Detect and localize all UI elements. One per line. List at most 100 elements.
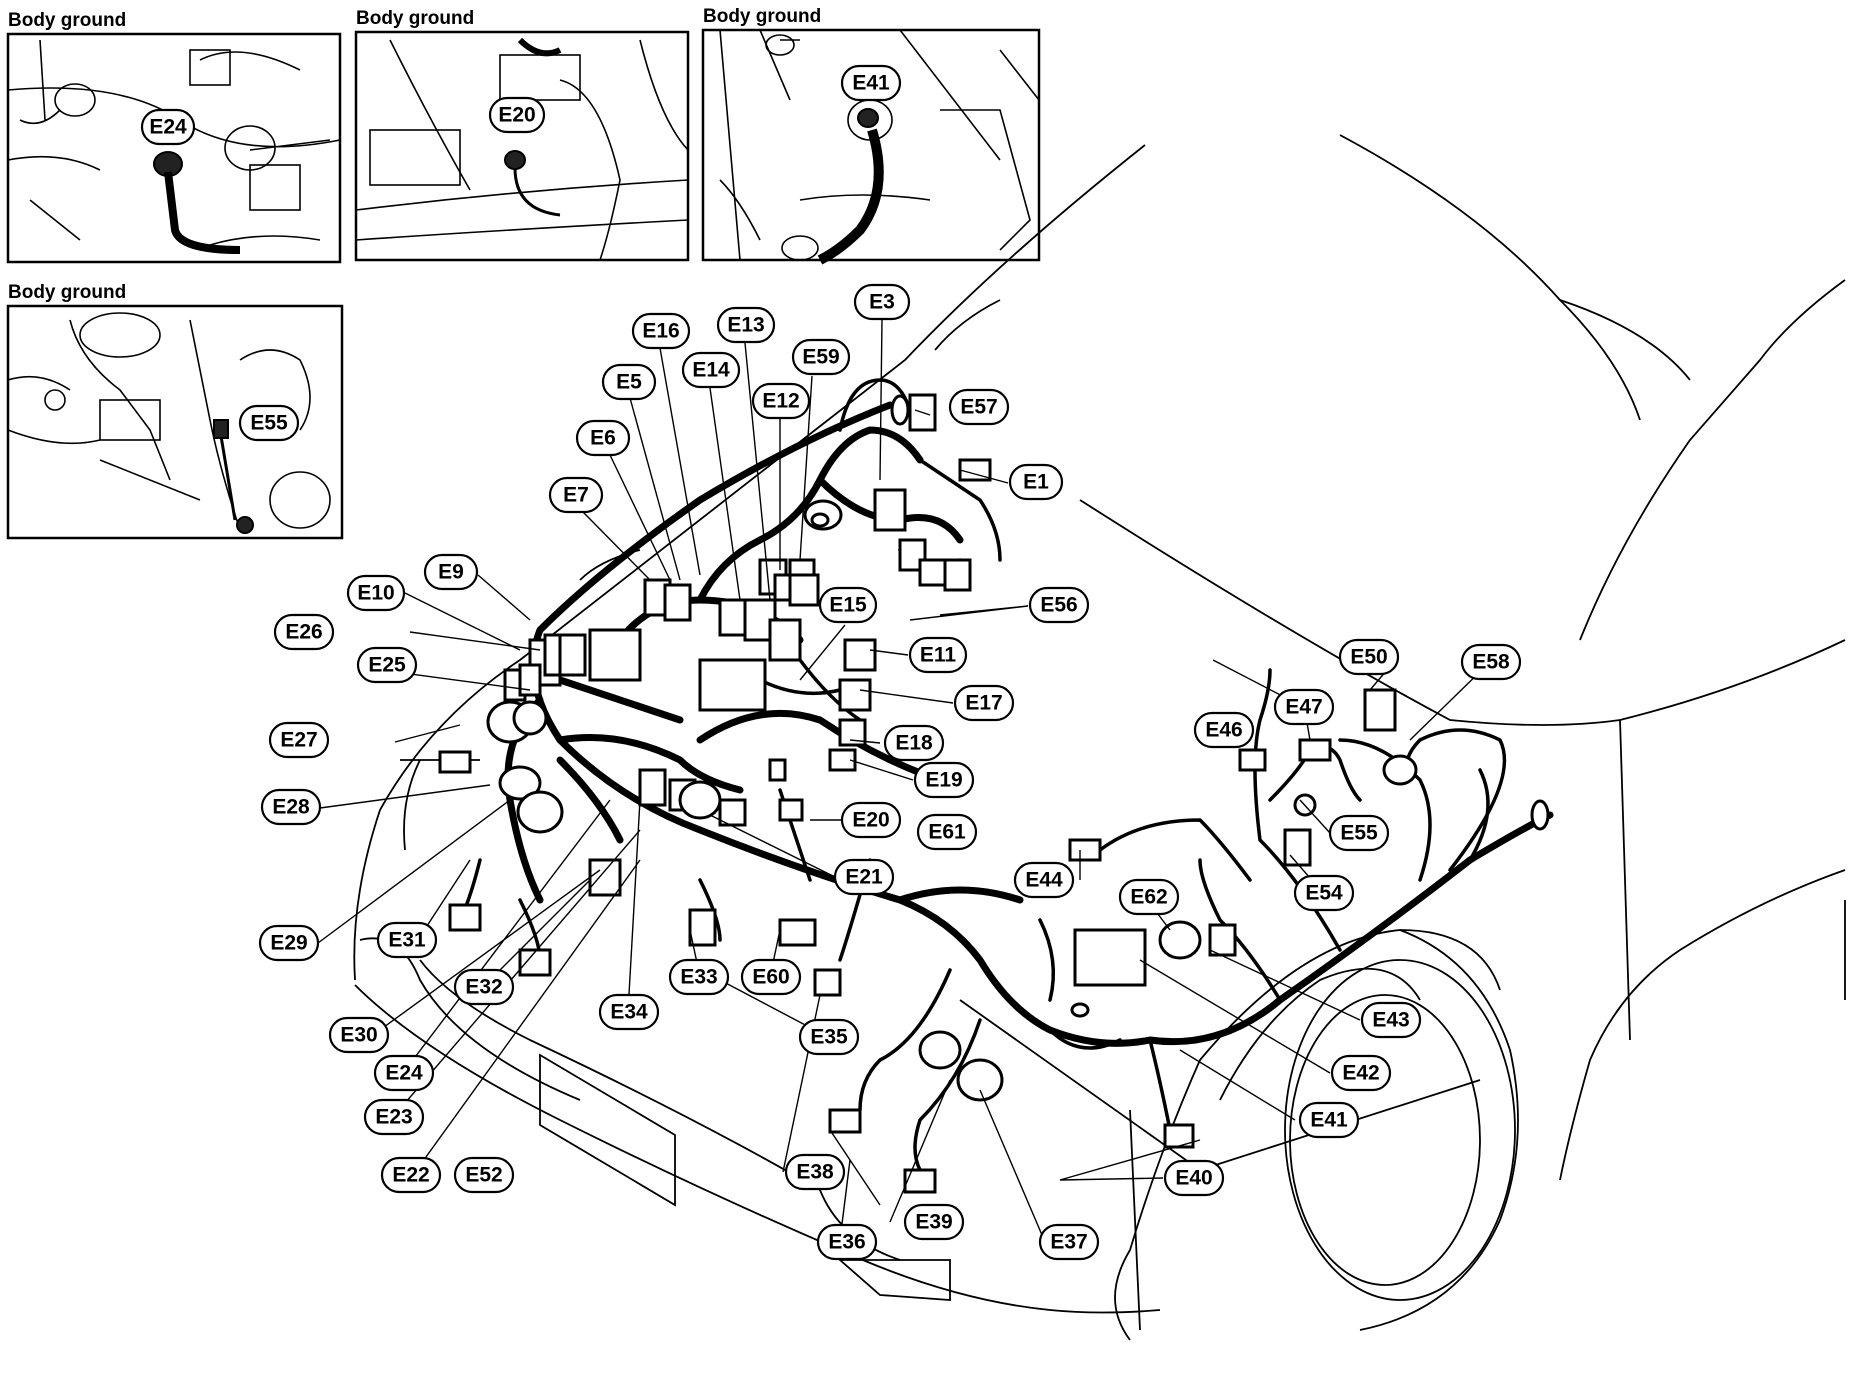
- inset-e20: Body ground E20: [354, 8, 690, 262]
- label-e10: E10: [346, 574, 406, 612]
- label-e32: E32: [453, 968, 515, 1006]
- label-e61: E61: [916, 813, 978, 851]
- label-e20: E20: [840, 801, 902, 839]
- label-e44: E44: [1013, 861, 1075, 899]
- svg-text:E52: E52: [465, 1164, 502, 1187]
- svg-text:E28: E28: [272, 796, 310, 819]
- svg-text:E21: E21: [845, 866, 883, 889]
- svg-text:E38: E38: [796, 1161, 834, 1184]
- svg-text:E35: E35: [810, 1026, 848, 1049]
- svg-text:E10: E10: [357, 582, 394, 605]
- svg-text:E32: E32: [465, 976, 502, 999]
- label-e42: E42: [1330, 1054, 1392, 1092]
- svg-text:E29: E29: [270, 932, 307, 955]
- label-e21: E21: [833, 858, 895, 896]
- label-e43: E43: [1360, 1001, 1422, 1039]
- label-e6: E6: [575, 419, 631, 457]
- label-e15: E15: [818, 586, 878, 624]
- label-e40: E40: [1163, 1159, 1225, 1197]
- label-e47: E47: [1273, 688, 1335, 726]
- svg-text:E24: E24: [149, 116, 187, 139]
- svg-text:E5: E5: [616, 371, 642, 394]
- label-e62: E62: [1118, 878, 1180, 916]
- label-e12: E12: [751, 382, 811, 420]
- svg-text:E1: E1: [1023, 471, 1049, 494]
- svg-text:E27: E27: [280, 729, 317, 752]
- svg-text:E54: E54: [1305, 882, 1343, 905]
- inset-label-e55: E55: [238, 404, 300, 442]
- label-e38: E38: [784, 1153, 846, 1191]
- svg-text:E55: E55: [250, 412, 288, 435]
- svg-text:E50: E50: [1350, 646, 1387, 669]
- svg-text:E39: E39: [915, 1211, 952, 1234]
- svg-text:E16: E16: [642, 320, 679, 343]
- svg-text:E47: E47: [1285, 696, 1322, 719]
- inset-label-e24: E24: [140, 108, 196, 146]
- svg-text:E55: E55: [1340, 822, 1378, 845]
- svg-text:E14: E14: [692, 359, 730, 382]
- label-e9: E9: [423, 553, 479, 591]
- inset-e55: Body ground E55: [6, 282, 344, 540]
- label-e58: E58: [1460, 643, 1522, 681]
- label-e31: E31: [376, 921, 438, 959]
- label-e11: E11: [908, 636, 968, 674]
- label-e23: E23: [363, 1098, 425, 1136]
- label-e28: E28: [260, 788, 322, 826]
- svg-text:E20: E20: [498, 104, 535, 127]
- label-e14: E14: [681, 351, 741, 389]
- svg-text:E25: E25: [368, 654, 406, 677]
- label-e26: E26: [273, 613, 335, 651]
- label-e18: E18: [883, 724, 945, 762]
- svg-text:E22: E22: [392, 1164, 429, 1187]
- car-body-outline: [353, 134, 1846, 1341]
- svg-text:E12: E12: [762, 390, 799, 413]
- svg-text:E61: E61: [928, 821, 966, 844]
- svg-text:E26: E26: [285, 621, 322, 644]
- svg-text:E57: E57: [960, 396, 997, 419]
- svg-text:E41: E41: [852, 72, 890, 95]
- svg-text:E59: E59: [802, 346, 839, 369]
- svg-text:E20: E20: [852, 809, 889, 832]
- label-e55: E55: [1328, 814, 1390, 852]
- label-e59: E59: [791, 338, 851, 376]
- label-e19: E19: [913, 761, 975, 799]
- label-e7: E7: [548, 476, 604, 514]
- svg-text:E15: E15: [829, 594, 867, 617]
- svg-text:E3: E3: [869, 291, 895, 314]
- label-e56: E56: [1028, 586, 1090, 624]
- label-e33: E33: [668, 958, 730, 996]
- svg-text:E17: E17: [965, 692, 1002, 715]
- svg-text:E19: E19: [925, 769, 962, 792]
- svg-text:E40: E40: [1175, 1167, 1212, 1190]
- label-e1: E1: [1008, 463, 1064, 501]
- svg-text:E31: E31: [388, 929, 426, 952]
- svg-text:E41: E41: [1310, 1109, 1348, 1132]
- svg-text:E7: E7: [563, 484, 589, 507]
- label-e46: E46: [1193, 711, 1255, 749]
- label-e5: E5: [601, 363, 657, 401]
- component-labels: E3 E16 E13 E59 E5 E14 E12 E57 E6 E1 E7 E…: [258, 283, 1522, 1261]
- inset-title: Body ground: [8, 282, 126, 303]
- label-e37: E37: [1038, 1223, 1100, 1261]
- label-e39: E39: [903, 1203, 965, 1241]
- inset-title: Body ground: [703, 6, 821, 27]
- inset-title: Body ground: [356, 8, 474, 29]
- svg-text:E30: E30: [340, 1024, 377, 1047]
- label-e27: E27: [268, 721, 330, 759]
- label-e34: E34: [598, 993, 660, 1031]
- inset-label-e20: E20: [488, 96, 546, 134]
- label-e25: E25: [356, 646, 418, 684]
- label-e22: E22: [380, 1156, 442, 1194]
- svg-text:E62: E62: [1130, 886, 1167, 909]
- svg-text:E23: E23: [375, 1106, 412, 1129]
- svg-text:E24: E24: [385, 1062, 423, 1085]
- svg-text:E6: E6: [590, 427, 616, 450]
- svg-text:E18: E18: [895, 732, 933, 755]
- label-e36: E36: [816, 1223, 878, 1261]
- svg-text:E36: E36: [828, 1231, 865, 1254]
- svg-text:E34: E34: [610, 1001, 648, 1024]
- svg-text:E11: E11: [920, 644, 957, 667]
- svg-text:E43: E43: [1372, 1009, 1409, 1032]
- svg-text:E42: E42: [1342, 1062, 1379, 1085]
